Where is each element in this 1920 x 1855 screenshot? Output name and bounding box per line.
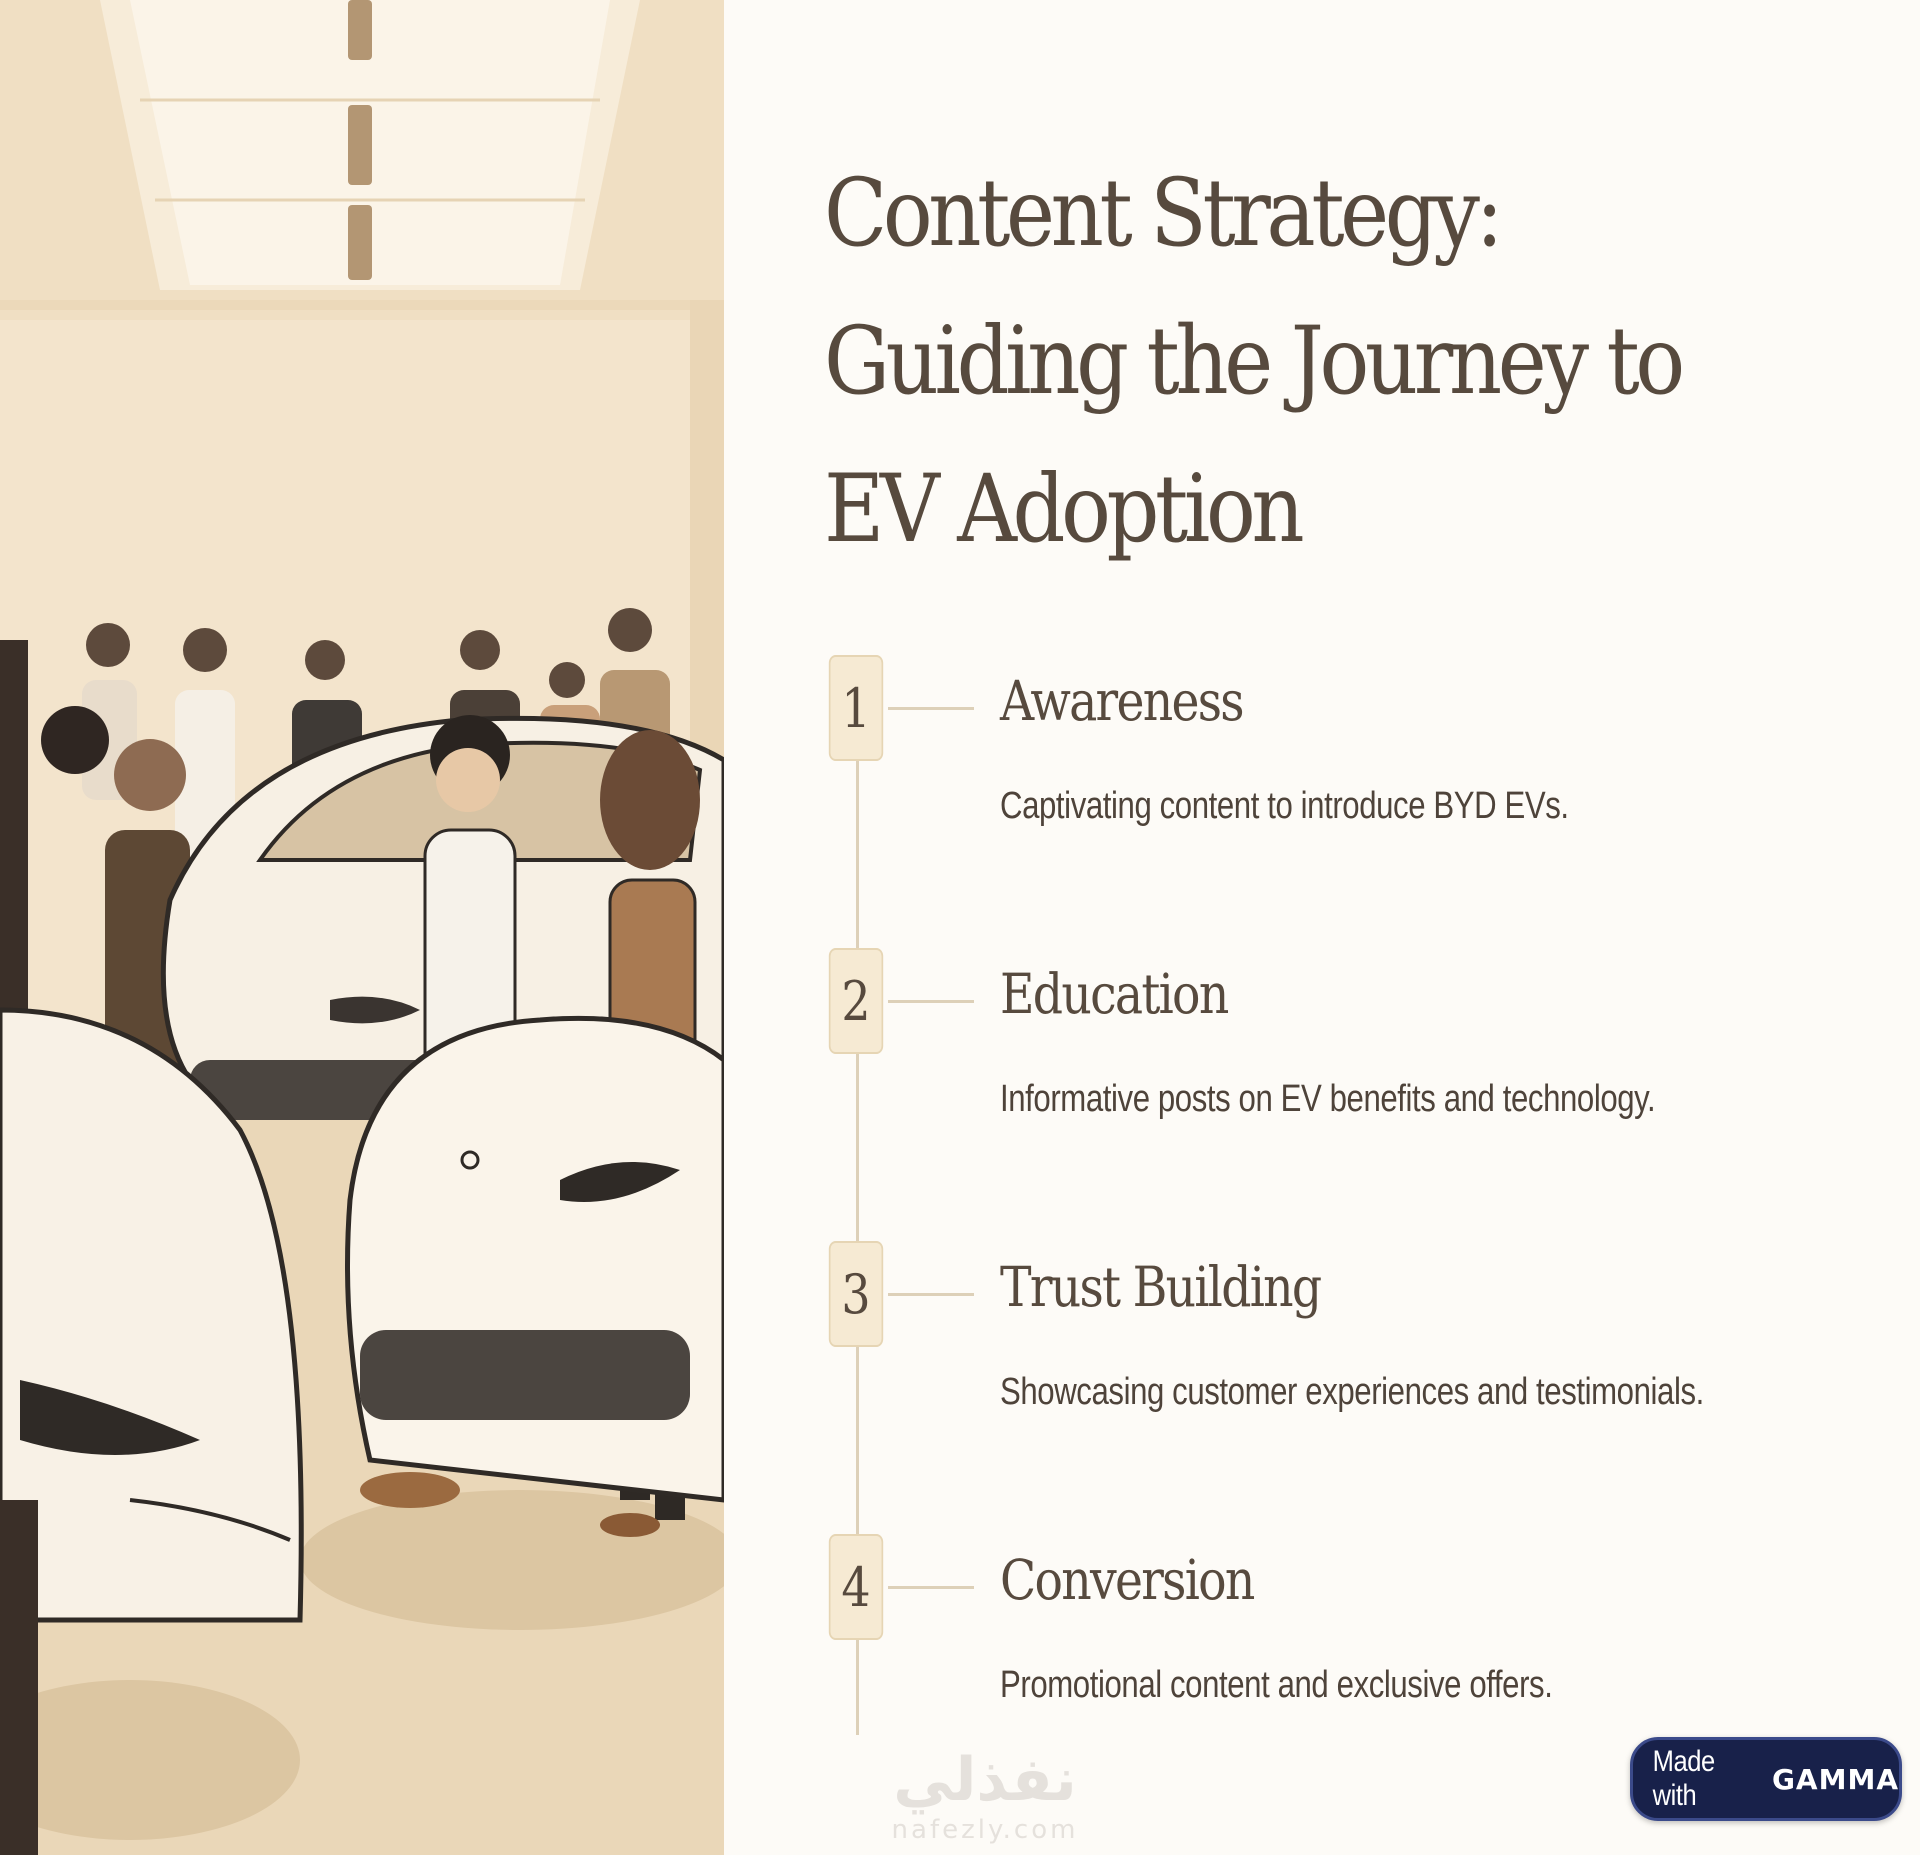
watermark-arabic: نفذلي [893,1745,1077,1815]
step-description: Captivating content to introduce BYD EVs… [1000,785,1569,827]
step-title: Conversion [1000,1548,1255,1612]
step-title: Education [1000,962,1229,1026]
step-number-badge: 4 [828,1534,884,1640]
step-connector [888,707,974,710]
ev-showroom-icon [0,0,724,1855]
step-description: Informative posts on EV benefits and tec… [1000,1078,1656,1120]
step-title: Trust Building [1000,1255,1322,1319]
step-connector [888,1586,974,1589]
step-connector [888,1293,974,1296]
gamma-logo-text: GAMMA [1771,1762,1899,1796]
step-number-badge: 3 [828,1241,884,1347]
step-description: Showcasing customer experiences and test… [1000,1371,1704,1413]
showroom-illustration [0,0,724,1855]
step-number-badge: 2 [828,948,884,1054]
nafezly-watermark: نفذلي nafezly.com [855,1745,1115,1855]
step-description: Promotional content and exclusive offers… [1000,1664,1553,1706]
step-conversion: 4 Conversion Promotional content and exc… [824,1534,1914,1734]
made-with-gamma-button[interactable]: Made with GAMMA [1630,1737,1902,1821]
badge-prefix: Made with [1652,1745,1716,1812]
timeline-line [856,700,859,1735]
step-trust-building: 3 Trust Building Showcasing customer exp… [824,1241,1914,1441]
content-panel: Content Strategy: Guiding the Journey to… [724,0,1920,1855]
step-connector [888,1000,974,1003]
step-number-badge: 1 [828,655,884,761]
step-education: 2 Education Informative posts on EV bene… [824,948,1914,1148]
watermark-domain: nafezly.com [891,1815,1079,1845]
page-title: Content Strategy: Guiding the Journey to… [824,159,1685,564]
step-title: Awareness [1000,669,1245,733]
step-awareness: 1 Awareness Captivating content to intro… [824,655,1914,855]
